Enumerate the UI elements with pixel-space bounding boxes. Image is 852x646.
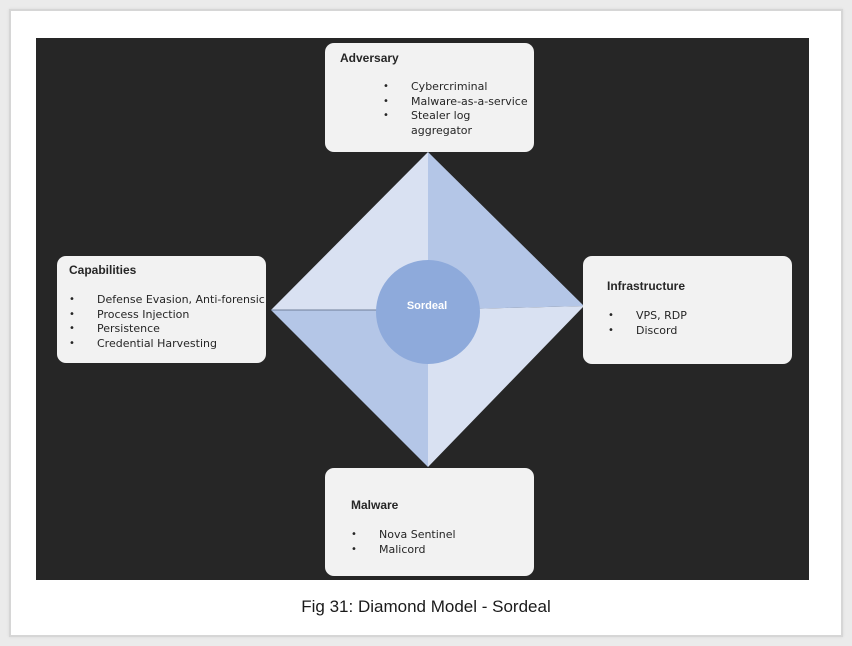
list-item: Credential Harvesting [69, 337, 266, 352]
adversary-list: Cybercriminal Malware-as-a-service Steal… [340, 80, 534, 139]
list-item: Process Injection [69, 308, 266, 323]
list-item: Discord [608, 324, 792, 339]
adversary-title: Adversary [340, 51, 399, 65]
capabilities-list: Defense Evasion, Anti-forensic Process I… [69, 293, 266, 352]
list-item: Malicord [351, 543, 534, 558]
malware-title: Malware [351, 498, 399, 512]
infrastructure-title: Infrastructure [607, 279, 686, 293]
list-item: Cybercriminal [383, 80, 534, 95]
malware-box: Malware Nova Sentinel Malicord [325, 468, 534, 576]
center-circle [376, 260, 480, 364]
capabilities-title: Capabilities [69, 263, 137, 277]
diamond-quadrant-top-right [428, 152, 584, 310]
center-label: Sordeal [406, 300, 448, 312]
diamond-quadrant-bottom-left [271, 310, 428, 467]
list-item: Malware-as-a-service [383, 95, 534, 110]
list-item: VPS, RDP [608, 309, 792, 324]
adversary-box: Adversary Cybercriminal Malware-as-a-ser… [325, 43, 534, 152]
infrastructure-list: VPS, RDP Discord [607, 309, 792, 338]
malware-list: Nova Sentinel Malicord [351, 528, 534, 557]
list-item: Nova Sentinel [351, 528, 534, 543]
infrastructure-box: Infrastructure VPS, RDP Discord [583, 256, 792, 364]
list-item: Persistence [69, 322, 266, 337]
list-item: Defense Evasion, Anti-forensic [69, 293, 266, 308]
list-item: Stealer log aggregator [383, 109, 534, 138]
figure-caption: Fig 31: Diamond Model - Sordeal [301, 597, 551, 616]
diamond-quadrant-top-left [271, 152, 428, 310]
capabilities-box: Capabilities Defense Evasion, Anti-foren… [57, 256, 266, 363]
